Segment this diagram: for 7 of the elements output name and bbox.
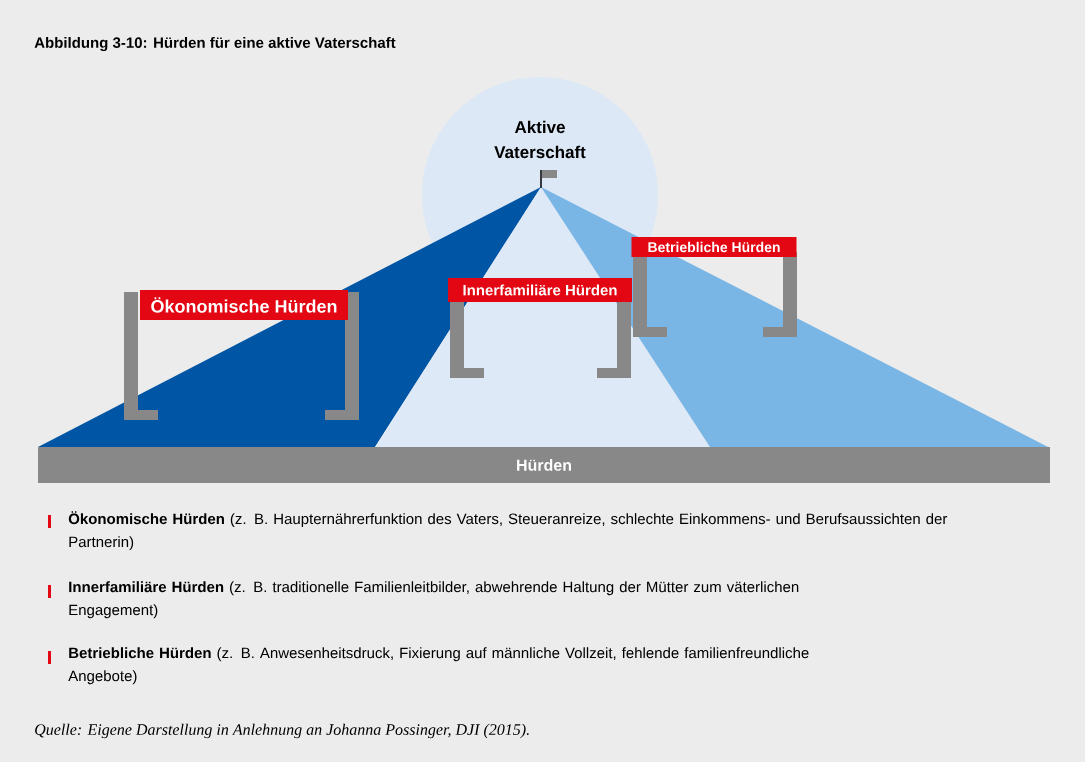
legend-text: Ökonomische Hürden (z. B. Haupternährerfunktion des Vaters, Steueranreize, schlechte Einkommens- und Berufsaussichten der Partnerin) [68,511,948,551]
legend-text: Innerfamiliäre Hürden (z. B. traditionelle Familienleitbilder, abwehrende Haltung der Mütter zum väterlichen Engagement) [69,581,799,619]
base-bar: Hürden [38,447,1050,483]
legend-text: Betriebliche Hürden (z. B. Anwesenheitsdruck, Fixierung auf männliche Vollzeit, fehlende familienfreundliche Angebote) [68,647,809,685]
hurdle-label: Ökonomische Hürden [140,290,348,320]
figure-title: Abbildung 3-10: Hürden für eine aktive Vaterschaft [34,36,396,52]
source-note: Quelle: Eigene Darstellung in Anlehnung an Johanna Possinger, DJI (2015). [35,723,529,739]
